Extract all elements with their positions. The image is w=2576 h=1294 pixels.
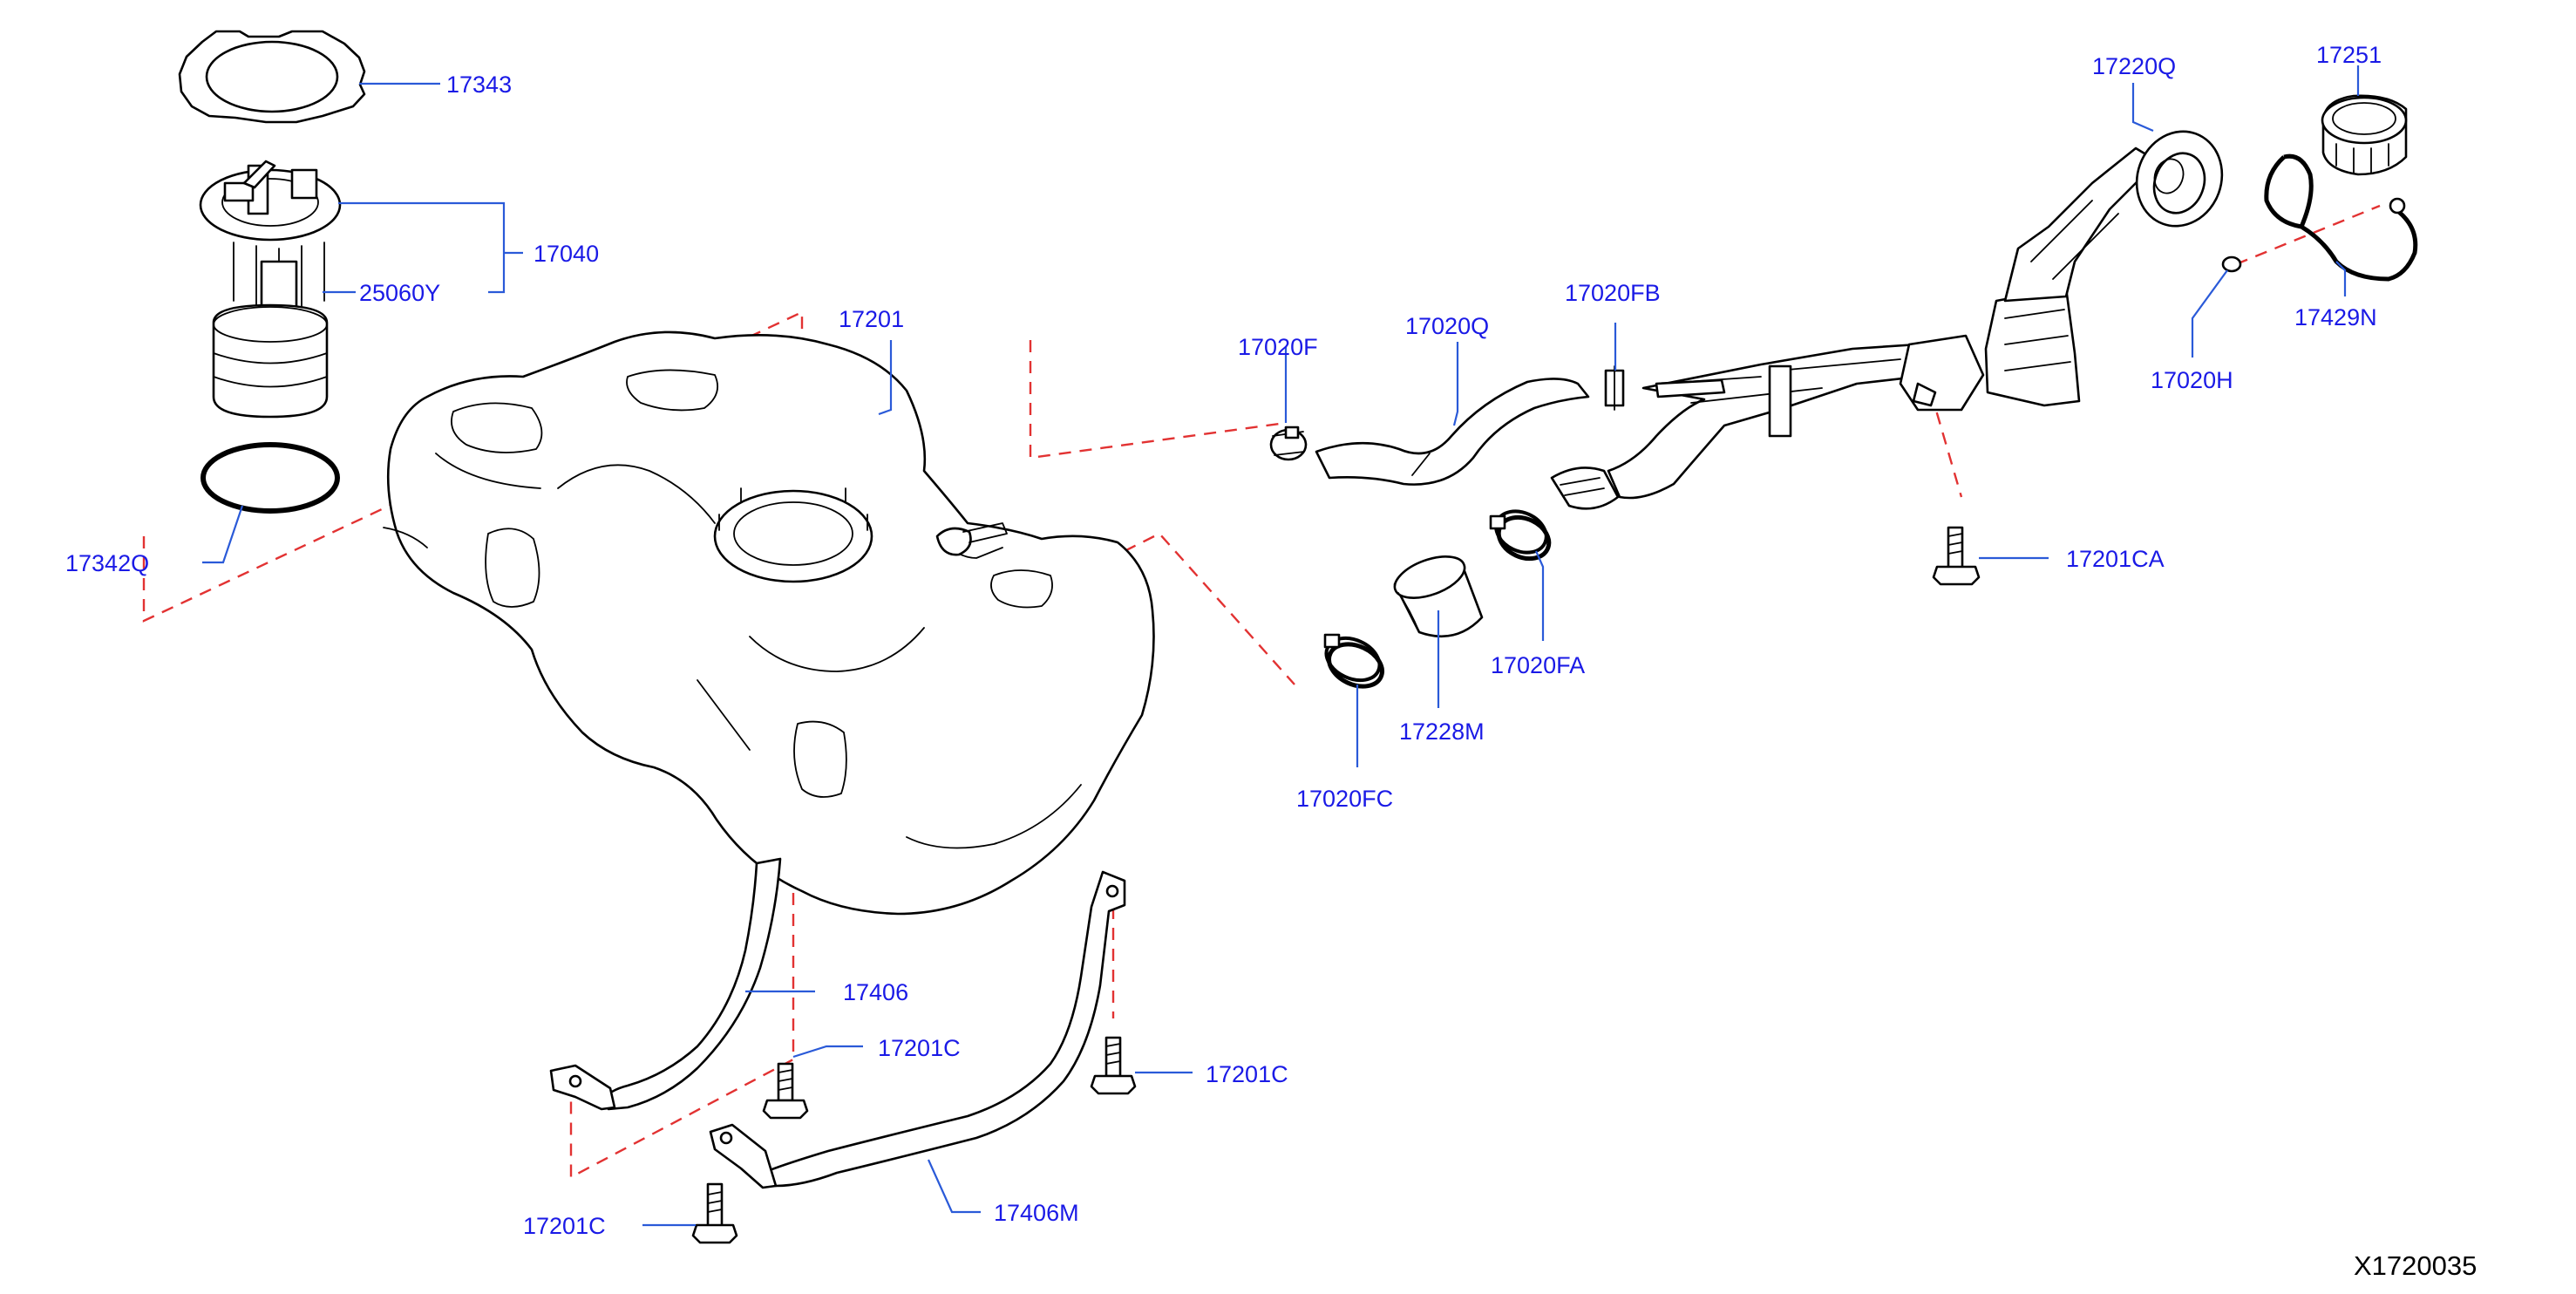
label-17429N: 17429N (2294, 304, 2377, 330)
lock-ring-17343 (178, 30, 366, 124)
label-17020FA: 17020FA (1491, 652, 1585, 678)
hose-17228M (1393, 555, 1484, 638)
part-labels: 17343 17040 25060Y 17342Q 17201 17020F 1… (65, 42, 2382, 1239)
fuel-cap-17251 (2321, 94, 2408, 176)
hose-clamp-17020FC (1323, 633, 1384, 689)
label-17342Q: 17342Q (65, 550, 149, 576)
label-17251: 17251 (2316, 42, 2382, 68)
label-17020H: 17020H (2151, 367, 2233, 393)
label-25060Y: 25060Y (359, 280, 440, 306)
label-17201C-a: 17201C (878, 1035, 961, 1061)
label-17201C-c: 17201C (523, 1213, 606, 1239)
label-17406M: 17406M (994, 1200, 1079, 1226)
o-ring-17342Q (201, 442, 340, 514)
label-17201CA: 17201CA (2066, 546, 2165, 572)
strap-17406M (709, 870, 1126, 1189)
bolt-17201C-a (762, 1062, 809, 1120)
filler-hose-17020Q (1315, 378, 1590, 486)
label-17201C-b: 17201C (1206, 1061, 1288, 1087)
label-17020FC: 17020FC (1296, 786, 1393, 812)
hose-clamp-17020FB (1604, 365, 1625, 411)
hose-clamp-17020FA (1489, 509, 1552, 562)
diagram-reference-code: X1720035 (2354, 1250, 2477, 1281)
label-17020FB: 17020FB (1565, 280, 1661, 306)
fuel-tank-17201 (383, 330, 1155, 916)
hose-clamp-17020F (1269, 426, 1308, 461)
bolt-17201C-b (1090, 1036, 1137, 1095)
label-17220Q: 17220Q (2092, 53, 2176, 79)
clip-17020H (2221, 255, 2242, 273)
label-17201: 17201 (839, 306, 904, 332)
bolt-17201C-c (691, 1182, 738, 1244)
tether-17429N (2264, 153, 2418, 282)
label-17020Q: 17020Q (1405, 313, 1489, 339)
label-17020F: 17020F (1238, 334, 1318, 360)
fuel-pump-module-17040 (199, 160, 342, 419)
label-17343: 17343 (446, 72, 512, 98)
bolt-17201CA (1932, 526, 1981, 586)
leader-lines (202, 65, 2360, 1227)
label-17040: 17040 (534, 241, 599, 267)
strap-17406 (549, 857, 782, 1111)
label-17406: 17406 (843, 979, 908, 1005)
filler-tube-17220Q (1550, 130, 2224, 510)
label-17228M: 17228M (1399, 719, 1485, 745)
